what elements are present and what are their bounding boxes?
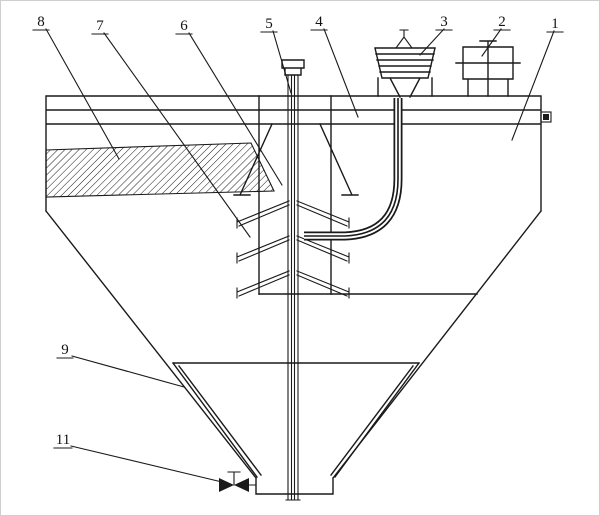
callout-8: 8: [37, 14, 45, 30]
hatched-plate-zone: [45, 142, 275, 198]
callout-9: 9: [61, 342, 69, 358]
callout-11: 11: [56, 432, 70, 448]
callout-3: 3: [440, 14, 448, 30]
motor-assembly: [374, 29, 436, 98]
callout-4: 4: [315, 14, 323, 30]
rim-side-tab: [540, 111, 552, 123]
inner-cone: [172, 362, 420, 478]
callout-7: 7: [96, 18, 104, 34]
callout-leaders: [32, 28, 564, 483]
feedwell-assembly: [233, 95, 359, 299]
discharge-valve: [219, 471, 257, 492]
drive-box: [455, 40, 521, 97]
callout-2: 2: [498, 14, 506, 30]
callout-6: 6: [180, 18, 188, 34]
callout-labels: 8 7 6 5 4 3 2 1 9 11: [37, 14, 559, 448]
callout-1: 1: [551, 16, 559, 32]
rim-side-tab-mark: [543, 114, 549, 120]
callout-5: 5: [265, 16, 273, 32]
feed-pipe: [304, 98, 403, 241]
center-shaft: [281, 59, 305, 501]
